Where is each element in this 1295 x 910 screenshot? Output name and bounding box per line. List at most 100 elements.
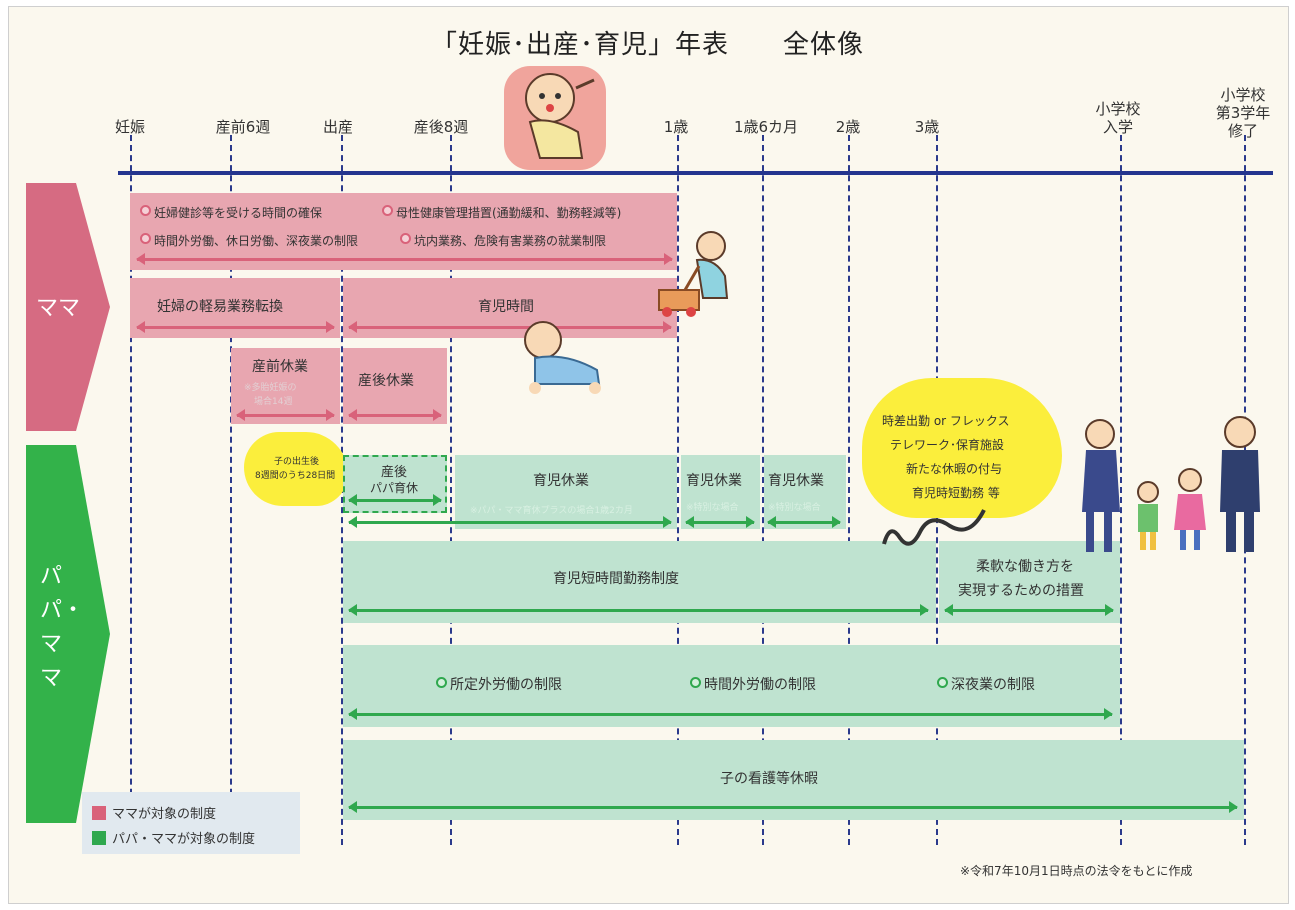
- health-item-2-label: 母性健康管理措置(通勤緩和、勤務軽減等): [396, 206, 622, 220]
- gridline-age-1-6: [762, 135, 764, 845]
- arrow-childcare-leave-2: [685, 516, 755, 528]
- header-age-1-6: 1歳6カ月: [733, 118, 799, 136]
- papa-mama-side-arrow: [26, 445, 110, 823]
- crawling-baby-illustration: [524, 321, 601, 394]
- cloud-28-days-line1: 子の出生後: [274, 457, 320, 467]
- cloud-tail-squiggle: [882, 509, 986, 546]
- header-age-2: 2歳: [835, 118, 861, 136]
- health-item-2: 母性健康管理措置(通勤緩和、勤務軽減等): [382, 204, 621, 221]
- arrow-overtime-limits: [348, 708, 1113, 720]
- gridline-postnatal-8w: [450, 135, 452, 845]
- prenatal-leave-note-1: ※多胎妊娠の: [244, 383, 297, 393]
- header-school-entry: 小学校 入学: [1095, 100, 1140, 136]
- family-illustration: [1082, 416, 1260, 552]
- legend-label-papa-mama: パパ・ママが対象の制度: [112, 832, 256, 847]
- arrow-prenatal-leave: [236, 409, 335, 421]
- toddler-walker-illustration: [658, 231, 729, 317]
- arrow-postnatal-leave: [348, 409, 442, 421]
- bullet-icon: [140, 205, 151, 216]
- overtime-item-1-label: 所定外労働の制限: [450, 677, 562, 693]
- cloud-28-days-line2: 8週間のうち28日間: [255, 471, 336, 481]
- arrow-childcare-time: [348, 321, 672, 333]
- bullet-icon: [400, 233, 411, 244]
- childcare-leave-2-note: ※特別な場合: [686, 503, 739, 513]
- gridline-age-2: [848, 135, 850, 845]
- header-grade3-line2: 第3学年: [1215, 104, 1271, 122]
- health-item-1: 妊婦健診等を受ける時間の確保: [140, 204, 322, 221]
- childcare-leave-3-label: 育児休業: [768, 473, 824, 489]
- childcare-time-label: 育児時間: [478, 299, 534, 315]
- childcare-leave-note: ※パパ・ママ育休プラスの場合1歳2カ月: [470, 506, 633, 516]
- header-age-1: 1歳: [663, 118, 689, 136]
- childcare-leave-3-note: ※特別な場合: [768, 503, 821, 513]
- flexible-work-line1: 柔軟な働き方を: [976, 559, 1074, 575]
- header-school-entry-line2: 入学: [1102, 118, 1134, 136]
- gridline-school-entry: [1120, 135, 1122, 845]
- health-item-4-label: 坑内業務、危険有害業務の就業制限: [414, 234, 607, 248]
- arrow-papa-leave: [348, 494, 442, 506]
- bar-childcare-leave: [455, 455, 677, 529]
- cloud-flexible-measures: [862, 378, 1062, 518]
- health-item-1-label: 妊婦健診等を受ける時間の確保: [154, 206, 323, 220]
- header-school-entry-line1: 小学校: [1095, 100, 1141, 118]
- cloud2-line4: 育児時短勤務 等: [912, 486, 1000, 500]
- header-grade3-line1: 小学校: [1220, 86, 1266, 104]
- bullet-icon: [436, 677, 447, 688]
- papa-leave-line2: パパ育休: [370, 481, 419, 495]
- arrow-nursing-leave: [348, 801, 1238, 813]
- header-age-3: 3歳: [914, 118, 940, 136]
- health-item-3-label: 時間外労働、休日労働、深夜業の制限: [154, 234, 359, 248]
- header-postnatal-8w: 産後8週: [413, 118, 469, 136]
- side-label-mama: ママ: [36, 296, 81, 321]
- prenatal-leave-note-2: 場合14週: [254, 397, 293, 407]
- legend-item-mama: ママが対象の制度: [92, 803, 216, 822]
- bullet-icon: [382, 205, 393, 216]
- bullet-icon: [690, 677, 701, 688]
- legend-swatch-green: [92, 831, 106, 845]
- timeline-axis: [118, 171, 1273, 175]
- prenatal-leave-label: 産前休業: [252, 359, 308, 375]
- gridline-age-1: [677, 135, 679, 845]
- cloud2-line2: テレワーク･保育施設: [890, 438, 1005, 452]
- gridline-prenatal-6w: [230, 135, 232, 845]
- footnote: ※令和7年10月1日時点の法令をもとに作成: [960, 864, 1193, 878]
- bar-health-measures: [130, 193, 677, 270]
- legend-label-mama: ママが対象の制度: [112, 807, 217, 822]
- header-grade3: 小学校 第3学年 修了: [1216, 86, 1271, 140]
- childcare-leave-label: 育児休業: [533, 473, 589, 489]
- bar-prenatal-leave: [231, 348, 340, 424]
- cloud-28-days: [244, 432, 348, 506]
- light-work-label: 妊婦の軽易業務転換: [157, 299, 283, 315]
- mama-side-arrow: [26, 183, 110, 431]
- postnatal-leave-label: 産後休業: [358, 373, 414, 389]
- arrow-flexible-work: [944, 604, 1114, 616]
- overtime-item-2-label: 時間外労働の制限: [704, 677, 816, 693]
- gridline-pregnancy: [130, 135, 132, 845]
- overtime-item-3: 深夜業の制限: [937, 674, 1035, 694]
- header-pregnancy: 妊娠: [114, 118, 146, 136]
- cloud2-line3: 新たな休暇の付与: [906, 462, 1003, 476]
- arrow-health-measures: [136, 253, 673, 265]
- papa-leave-line1: 産後: [381, 465, 408, 480]
- overtime-item-3-label: 深夜業の制限: [951, 677, 1035, 693]
- header-prenatal-6w: 産前6週: [215, 118, 271, 136]
- cloud2-line1: 時差出勤 or フレックス: [882, 414, 1010, 428]
- health-item-3: 時間外労働、休日労働、深夜業の制限: [140, 232, 358, 249]
- side-label-papa-mama: パパ・ママ: [40, 564, 85, 691]
- baby-crawling-illustration: [504, 66, 606, 170]
- arrow-light-work: [136, 321, 335, 333]
- legend: ママが対象の制度 パパ・ママが対象の制度: [82, 792, 300, 854]
- page-title: 「妊娠･出産･育児」年表 全体像: [430, 30, 864, 60]
- arrow-childcare-leave: [348, 516, 672, 528]
- legend-swatch-pink: [92, 806, 106, 820]
- legend-item-papa-mama: パパ・ママが対象の制度: [92, 828, 255, 847]
- header-birth: 出産: [322, 118, 354, 136]
- nursing-leave-label: 子の看護等休暇: [720, 771, 818, 787]
- childcare-leave-2-label: 育児休業: [686, 473, 742, 489]
- header-grade3-line3: 修了: [1227, 122, 1259, 140]
- overtime-item-2: 時間外労働の制限: [690, 674, 816, 694]
- bullet-icon: [937, 677, 948, 688]
- overtime-item-1: 所定外労働の制限: [436, 674, 562, 694]
- bullet-icon: [140, 233, 151, 244]
- bar-papa-leave: [343, 455, 447, 513]
